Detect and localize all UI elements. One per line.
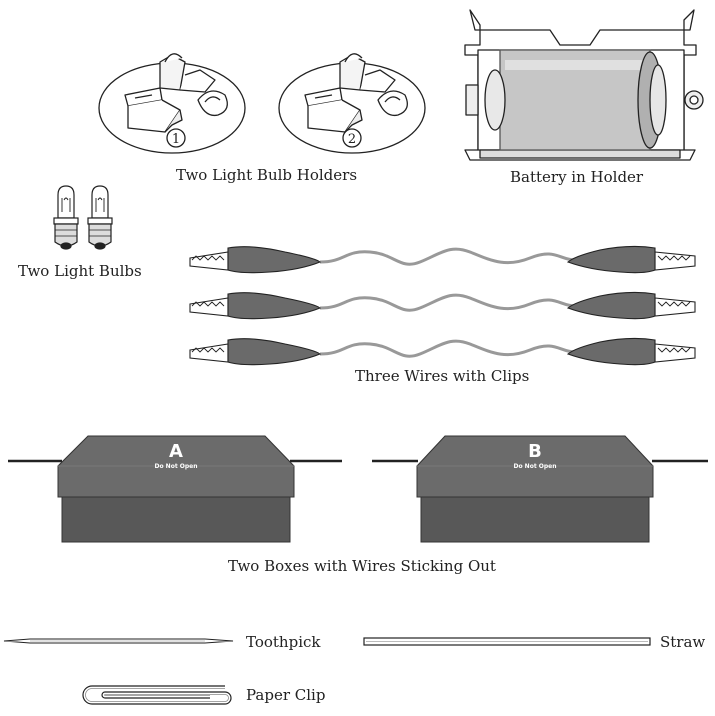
box-a-note: Do Not Open	[154, 463, 197, 470]
box-b-note: Do Not Open	[513, 463, 556, 470]
bulb-holder-1: 1	[98, 53, 246, 154]
caption-bulb-holders: Two Light Bulb Holders	[176, 166, 358, 184]
box-b-letter: B	[528, 441, 542, 462]
bulb-holder-2: 2	[278, 53, 426, 154]
paper-clip	[82, 685, 232, 705]
wire-with-clips-1	[189, 245, 696, 274]
box-a-letter: A	[169, 441, 183, 462]
toothpick	[3, 638, 234, 644]
caption-boxes: Two Boxes with Wires Sticking Out	[228, 557, 496, 575]
caption-battery: Battery in Holder	[510, 168, 644, 186]
light-bulb-2	[87, 185, 113, 250]
caption-bulbs: Two Light Bulbs	[18, 262, 142, 280]
box-b: B Do Not Open	[372, 435, 708, 543]
caption-paper-clip: Paper Clip	[246, 686, 326, 704]
wire-with-clips-3	[189, 337, 696, 366]
light-bulb-1	[53, 185, 79, 250]
caption-toothpick: Toothpick	[246, 633, 321, 651]
straw	[363, 637, 651, 646]
box-a: A Do Not Open	[8, 435, 342, 543]
holder-number-2: 2	[348, 132, 356, 147]
caption-wires: Three Wires with Clips	[355, 367, 530, 385]
battery-in-holder	[464, 9, 704, 161]
wire-with-clips-2	[189, 291, 696, 320]
caption-straw: Straw	[660, 633, 706, 651]
holder-number-1: 1	[172, 132, 180, 147]
